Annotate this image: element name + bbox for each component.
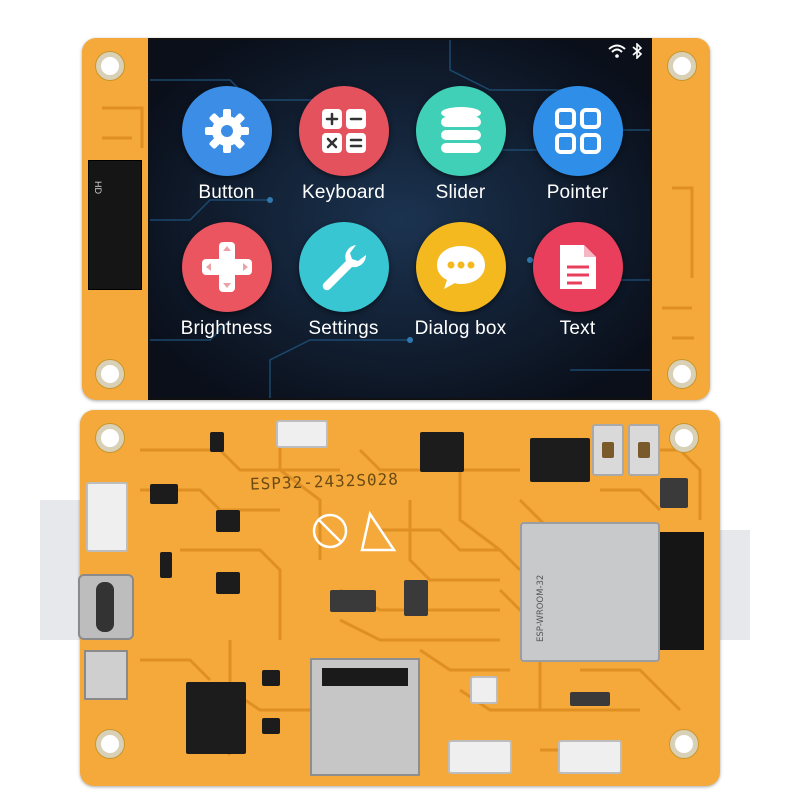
esp32-module: ESP-WROOM-32 <box>520 522 660 662</box>
app-settings[interactable]: Settings <box>285 222 402 340</box>
wifi-icon <box>608 44 626 58</box>
transistor <box>216 572 240 594</box>
ic-chip <box>420 432 464 472</box>
resistor-array <box>404 580 428 616</box>
resistor-array <box>570 692 610 706</box>
diode <box>160 552 172 578</box>
expansion-connector[interactable] <box>558 740 622 774</box>
app-dialog-box[interactable]: Dialog box <box>402 222 519 340</box>
ic-chip <box>530 438 590 482</box>
speaker-connector[interactable] <box>276 420 328 448</box>
app-dialog-box-circle <box>415 222 506 312</box>
app-brightness[interactable]: Brightness <box>168 222 285 340</box>
document-icon <box>559 245 596 289</box>
app-keyboard-circle <box>298 86 389 176</box>
module-antenna <box>660 532 704 650</box>
mount-hole <box>96 52 124 80</box>
grid-icon <box>554 108 601 154</box>
diode <box>262 670 280 686</box>
light-sensor <box>470 676 498 704</box>
pcb-traces <box>102 106 694 340</box>
app-slider[interactable]: Slider <box>402 86 519 204</box>
reset-button[interactable] <box>628 424 660 476</box>
certification-marks <box>312 510 397 552</box>
app-button-circle <box>181 86 272 176</box>
gear-icon <box>204 109 249 153</box>
app-keyboard[interactable]: Keyboard <box>285 86 402 204</box>
power-connector[interactable] <box>86 482 128 552</box>
app-text-circle <box>532 222 623 312</box>
ic-chip <box>186 682 246 754</box>
app-settings-label: Settings <box>308 318 379 339</box>
resistor-array <box>330 590 376 612</box>
bluetooth-icon <box>632 43 642 59</box>
fpc-label: HD <box>93 181 103 194</box>
database-icon <box>440 107 481 153</box>
mount-hole <box>668 360 696 388</box>
wrench-icon <box>322 245 366 291</box>
mount-hole <box>670 424 698 452</box>
mount-hole <box>96 360 124 388</box>
app-brightness-circle <box>181 222 272 312</box>
module-label: ESP-WROOM-32 <box>536 574 546 642</box>
transistor <box>210 432 224 452</box>
app-slider-label: Slider <box>435 182 486 203</box>
app-brightness-label: Brightness <box>180 318 273 339</box>
app-button-label: Button <box>198 182 255 203</box>
dpad-icon <box>201 242 252 292</box>
mount-hole <box>96 424 124 452</box>
chat-icon <box>436 246 485 289</box>
app-grid: Button <box>168 86 636 340</box>
app-text-label: Text <box>559 318 596 339</box>
app-dialog-box-label: Dialog box <box>414 318 507 339</box>
boot-button[interactable] <box>592 424 624 476</box>
calculator-icon <box>321 109 366 153</box>
resistor-array <box>660 478 688 508</box>
lcd-screen: Button <box>148 38 652 400</box>
transistor <box>150 484 178 504</box>
app-text[interactable]: Text <box>519 222 636 340</box>
app-slider-circle <box>415 86 506 176</box>
mount-hole <box>96 730 124 758</box>
mount-hole <box>668 52 696 80</box>
app-keyboard-label: Keyboard <box>302 182 385 203</box>
app-button[interactable]: Button <box>168 86 285 204</box>
usb-c-port[interactable] <box>78 574 134 640</box>
pcb-traces <box>140 430 702 756</box>
app-pointer-label: Pointer <box>546 182 609 203</box>
transistor <box>216 510 240 532</box>
app-settings-circle <box>298 222 389 312</box>
mount-hole <box>670 730 698 758</box>
status-bar <box>608 42 642 60</box>
expansion-connector[interactable] <box>448 740 512 774</box>
sd-card-slot[interactable] <box>310 658 420 776</box>
app-pointer-circle <box>532 86 623 176</box>
app-pointer[interactable]: Pointer <box>519 86 636 204</box>
diode <box>262 718 280 734</box>
micro-usb-port[interactable] <box>84 650 128 700</box>
fpc-ribbon: HD <box>88 160 142 290</box>
